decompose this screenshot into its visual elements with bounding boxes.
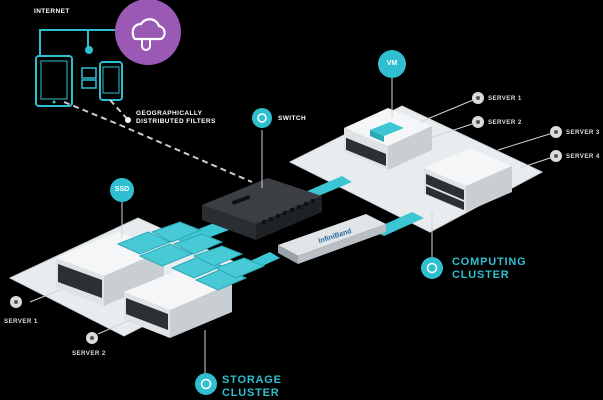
infiniband-device: [278, 214, 386, 264]
storage-server-1-label: SERVER 1: [4, 318, 38, 325]
storage-cluster-label-1: STORAGE: [222, 374, 282, 386]
switch-device: [202, 178, 322, 240]
computing-cluster-label-2: CLUSTER: [452, 269, 510, 281]
leader-lines: [29, 76, 557, 378]
internet-label: INTERNET: [34, 8, 70, 15]
ssd-drives: [116, 221, 266, 291]
tablet-icon: [35, 55, 73, 107]
storage-cluster-label-2: CLUSTER: [222, 387, 280, 399]
device-frame: [39, 29, 118, 55]
computing-server-1-label: SERVER 1: [488, 95, 522, 102]
vm-label: VM: [386, 60, 398, 67]
switch-label: SWITCH: [278, 115, 307, 122]
phone-icon: [99, 61, 123, 101]
ssd-label: SSD: [114, 186, 130, 193]
geo-filters-label-1: GEOGRAPHICALLY: [136, 110, 203, 117]
vm-server-stack: [344, 108, 432, 170]
computing-server-2-label: SERVER 2: [488, 119, 522, 126]
teal-markers: [110, 50, 443, 395]
dashed-links: [63, 99, 253, 183]
computing-cluster-label-1: COMPUTING: [452, 256, 527, 268]
storage-server-2-label: SERVER 2: [72, 350, 106, 357]
computing-server-3-label: SERVER 3: [566, 129, 600, 136]
geo-filters-label-2: DISTRIBUTED FILTERS: [136, 118, 216, 125]
server-3-4-stack: [424, 148, 512, 212]
filter-boxes: [81, 46, 97, 89]
computing-server-4-label: SERVER 4: [566, 153, 600, 160]
cloud-plug-icon: [115, 0, 181, 65]
